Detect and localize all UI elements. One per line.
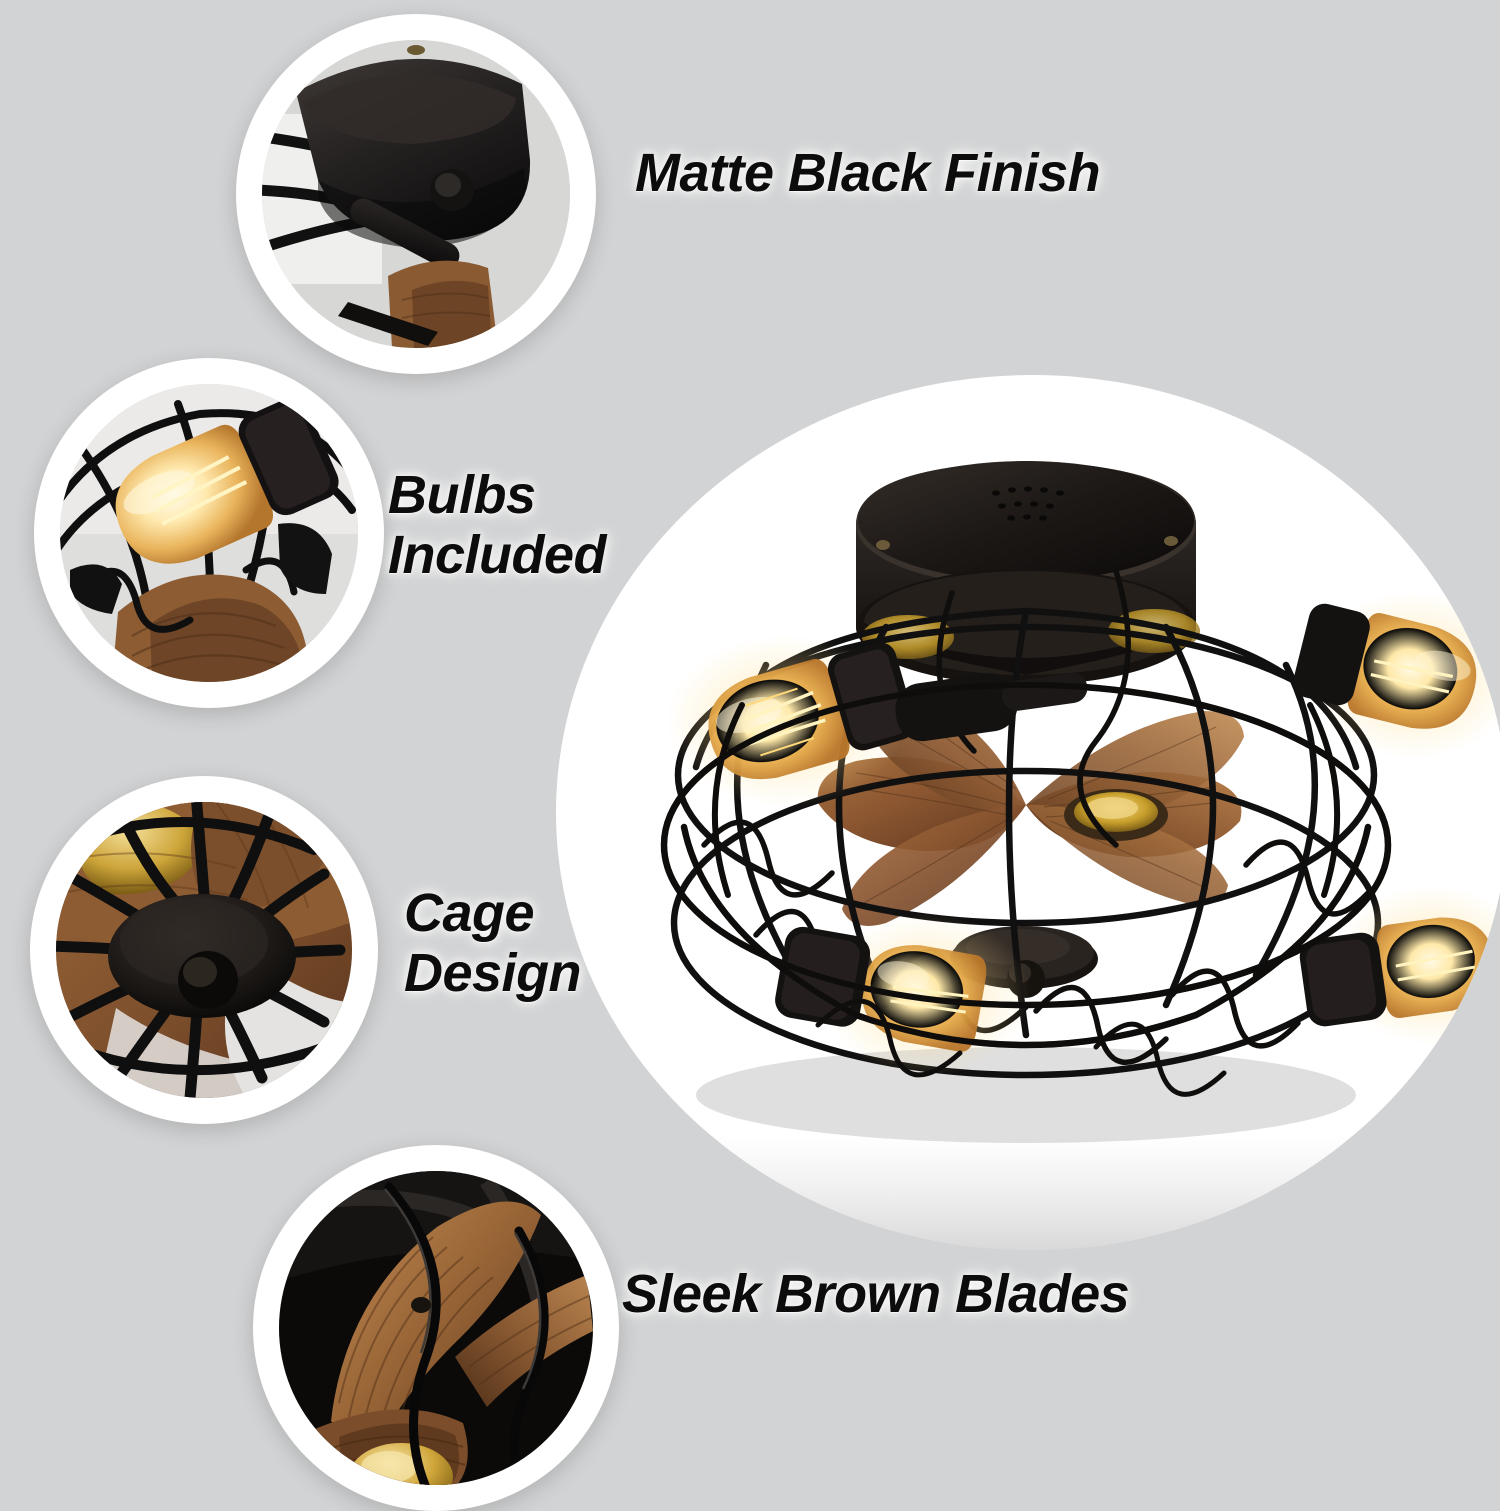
hero-product-photo [556,375,1500,1250]
callout-cage-design [30,776,378,1124]
callout-photo-matte-black-finish [262,40,570,348]
callout-matte-black-finish [236,14,596,374]
callout-photo-bulbs-included [60,384,358,682]
callout-bulbs-included [34,358,384,708]
feature-label-sleek-brown-blades: Sleek Brown Blades [622,1264,1130,1324]
callout-sleek-brown-blades [253,1145,619,1511]
callout-photo-cage-design [56,802,352,1098]
callout-photo-sleek-brown-blades [279,1171,593,1485]
feature-label-matte-black-finish: Matte Black Finish [635,143,1101,203]
feature-label-cage-design: Cage Design [404,883,582,1004]
feature-label-bulbs-included: Bulbs Included [388,465,607,586]
